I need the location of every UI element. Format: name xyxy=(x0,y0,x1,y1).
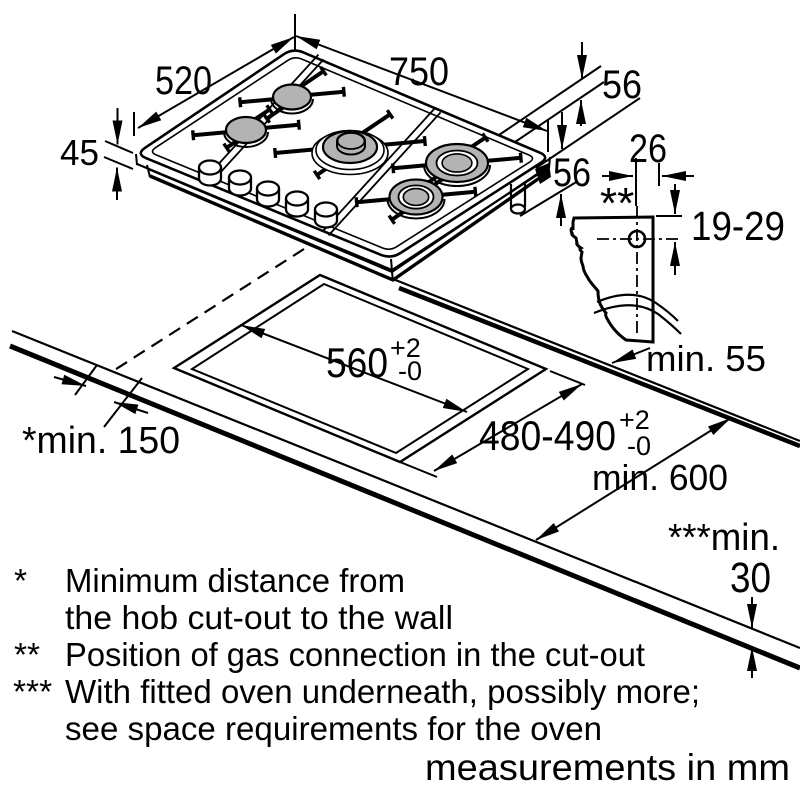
svg-text:+2: +2 xyxy=(619,405,650,435)
svg-text:min. 55: min. 55 xyxy=(646,338,766,379)
svg-text:750: 750 xyxy=(389,50,449,94)
svg-text:*min. 150: *min. 150 xyxy=(22,420,180,462)
svg-text:30: 30 xyxy=(730,554,771,602)
svg-text:56: 56 xyxy=(602,63,642,107)
svg-text:measurements in mm: measurements in mm xyxy=(425,747,790,788)
svg-text:see space requirements for the: see space requirements for the oven xyxy=(65,711,602,748)
svg-text:560: 560 xyxy=(326,339,388,386)
svg-text:*: * xyxy=(14,563,27,600)
svg-text:+2: +2 xyxy=(390,333,421,363)
svg-text:the hob cut-out to the wall: the hob cut-out to the wall xyxy=(65,600,453,637)
svg-text:With fitted oven underneath, p: With fitted oven underneath, possibly mo… xyxy=(65,674,700,711)
svg-text:Minimum distance from: Minimum distance from xyxy=(65,563,405,600)
svg-text:min. 600: min. 600 xyxy=(592,457,728,498)
svg-text:45: 45 xyxy=(60,132,99,173)
svg-text:56: 56 xyxy=(553,151,591,195)
svg-text:26: 26 xyxy=(629,127,667,171)
svg-text:19-29: 19-29 xyxy=(691,203,785,249)
svg-text:***: *** xyxy=(13,674,52,711)
svg-text:Position of gas connection in: Position of gas connection in the cut-ou… xyxy=(65,637,646,674)
svg-text:480-490: 480-490 xyxy=(479,412,616,459)
svg-text:-0: -0 xyxy=(398,356,422,386)
svg-text:-0: -0 xyxy=(627,431,651,461)
svg-text:***min.: ***min. xyxy=(668,517,780,559)
svg-text:**: ** xyxy=(14,637,40,674)
svg-text:520: 520 xyxy=(155,59,212,103)
svg-text:**: ** xyxy=(600,179,634,228)
